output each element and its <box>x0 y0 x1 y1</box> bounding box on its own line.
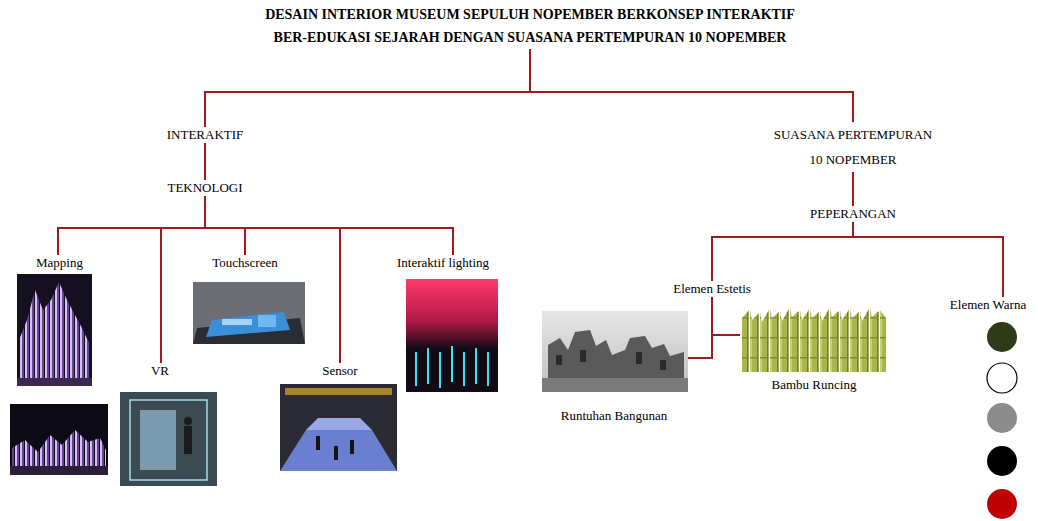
category-node: Elemen Estetis <box>670 281 754 297</box>
tree-connector <box>204 143 206 180</box>
concept-node: INTERAKTIF <box>164 127 247 143</box>
sensor-photo <box>280 384 397 471</box>
tree-connector <box>205 49 530 127</box>
title-node: DESAIN INTERIOR MUSEUM SEPULUH NOPEMBER … <box>252 3 808 49</box>
color-swatches <box>987 322 1017 519</box>
image-node: Bambu Runcing <box>740 305 888 393</box>
tree-connector <box>688 297 712 358</box>
tree-connector <box>58 196 205 255</box>
node-label: DESAIN INTERIOR MUSEUM SEPULUH NOPEMBER … <box>255 3 805 49</box>
node-label: Touchscreen <box>212 255 278 271</box>
image-node: Interaktif lighting <box>394 255 498 392</box>
tree-connector <box>852 172 854 206</box>
node-label: Interaktif lighting <box>397 255 489 271</box>
image-node: Runtuhan Bangunan <box>542 311 688 424</box>
touchscreen-photo <box>193 282 305 344</box>
concept-node: TEKNOLOGI <box>164 180 245 196</box>
node-label: INTERAKTIF <box>167 127 244 143</box>
tree-connector <box>161 196 205 363</box>
node-label: Bambu Runcing <box>772 377 857 393</box>
mapping-photo-1 <box>17 274 92 386</box>
node-label: VR <box>151 363 169 379</box>
node-label: SUASANA PERTEMPURAN 10 NOPEMBER <box>769 122 937 172</box>
tree-connector <box>712 222 853 281</box>
node-label: Sensor <box>322 363 357 379</box>
node-label: TEKNOLOGI <box>167 180 242 196</box>
tree-connector <box>205 196 453 255</box>
tree-connector <box>530 49 853 122</box>
node-label: Runtuhan Bangunan <box>561 408 668 424</box>
bamboo-photo <box>740 305 888 372</box>
node-label: Elemen Estetis <box>673 281 751 297</box>
vr-photo <box>120 392 217 486</box>
image-node: Mapping <box>10 255 109 476</box>
image-node: VR <box>120 363 217 486</box>
tree-connector <box>853 222 1003 297</box>
tree-connector <box>205 196 245 255</box>
tree-connector <box>712 297 740 335</box>
node-label: Elemen Warna <box>950 297 1026 313</box>
ruins-photo <box>542 311 688 392</box>
interactive-lighting-photo <box>406 279 498 392</box>
node-label: Mapping <box>36 255 83 271</box>
image-node: Touchscreen <box>193 255 305 344</box>
concept-node: SUASANA PERTEMPURAN 10 NOPEMBER <box>766 122 940 172</box>
tree-connector <box>205 196 340 363</box>
mapping-photo-2 <box>10 404 108 475</box>
node-label: PEPERANGAN <box>810 206 896 222</box>
category-node: Elemen Warna <box>947 297 1029 313</box>
concept-node: PEPERANGAN <box>807 206 899 222</box>
image-node: Sensor <box>280 363 397 471</box>
